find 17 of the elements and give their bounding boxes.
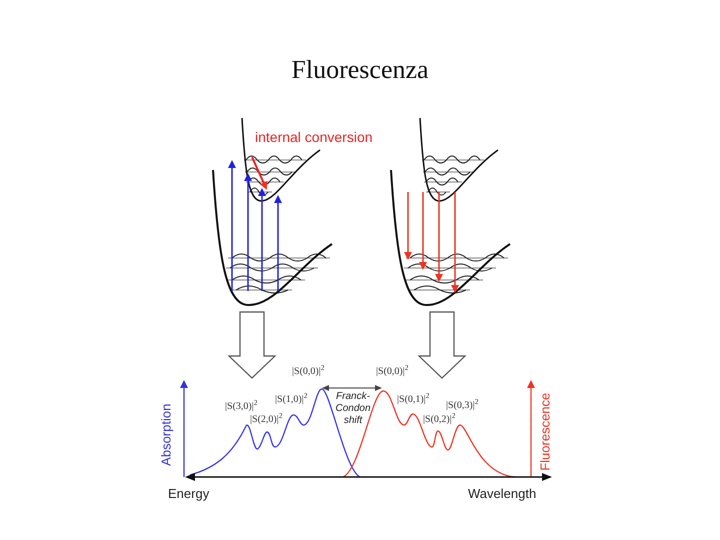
axis-label: Absorption	[157, 402, 174, 468]
transition-label: |S(0,0)|$^{2}$	[376, 364, 408, 379]
axis-label: Energy	[168, 485, 210, 503]
axis-label: Fluorescence	[536, 392, 554, 473]
axis-label: Wavelength	[468, 485, 536, 503]
transition-label: |S(2,0)|$^{2}$	[250, 412, 282, 427]
transition-label: |S(0,3)|$^{2}$	[446, 398, 478, 413]
title: Fluorescenza	[290, 54, 430, 86]
transition-label: |S(3,0)|$^{2}$	[225, 399, 258, 414]
transition-label: |S(0,1)|$^{2}$	[397, 392, 430, 407]
transition-label: |S(0,2)|$^{2}$	[423, 412, 456, 427]
transition-label: |S(1,0)|$^{2}$	[275, 392, 308, 407]
transition-label: |S(0,0)|$^{2}$	[292, 364, 324, 379]
block-arrow	[418, 311, 466, 379]
process-label: internal conversion	[255, 128, 373, 147]
block-arrow	[228, 311, 276, 379]
shift-label: Franck-Condon shift	[334, 391, 372, 427]
